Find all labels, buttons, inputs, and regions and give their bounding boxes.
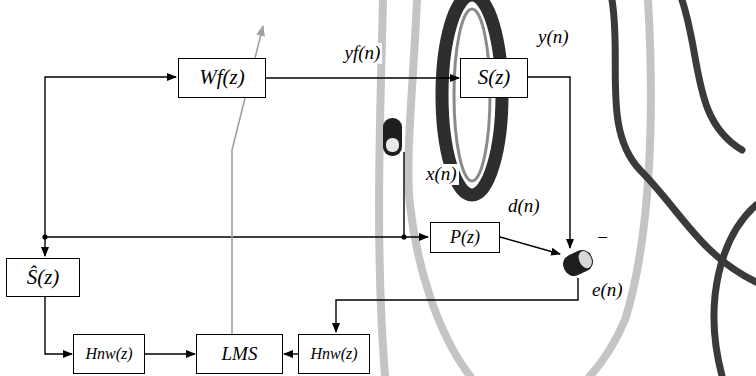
signal-label: y(n) [536, 27, 571, 48]
reference-microphone [383, 118, 402, 156]
reference-microphone [386, 138, 399, 152]
signal-arrow [145, 353, 195, 354]
box-label: S(z) [478, 66, 511, 89]
sign-label: − [594, 228, 611, 249]
box-label: Wf(z) [199, 66, 245, 89]
box-label: Hnw(z) [85, 345, 132, 363]
estimate-box: Ŝ(z) [6, 258, 80, 297]
error-microphone [560, 247, 596, 280]
primary-path-box: P(z) [430, 222, 500, 253]
lms-box: LMS [196, 334, 283, 374]
error-microphone [560, 247, 596, 280]
signal-arrow [284, 353, 298, 354]
box-label: LMS [222, 344, 258, 365]
weighting-box: Hnw(z) [73, 334, 145, 374]
signal-arrow [45, 297, 72, 354]
wires [336, 278, 578, 332]
signal-label: x(n) [424, 164, 459, 185]
head-outline [379, 0, 651, 376]
ear-contour [612, 0, 756, 282]
adaptation-line [232, 98, 245, 334]
signal-label: yf(n) [343, 43, 383, 64]
junction-dot [42, 234, 47, 239]
ear-contour [682, 0, 742, 150]
wires [45, 77, 578, 332]
box-label: Hnw(z) [310, 345, 357, 363]
signal-arrow [266, 77, 459, 78]
junction-dot [42, 234, 406, 239]
filter-box: Wf(z) [178, 58, 266, 98]
secondary-path-box: S(z) [460, 58, 528, 98]
head-outline [590, 0, 651, 376]
ear-contour [714, 205, 756, 376]
adaptation-arrow [255, 26, 263, 58]
ear-contour [612, 0, 756, 376]
signal-label: d(n) [506, 196, 542, 217]
adaptation-arrow [255, 26, 263, 58]
wires [403, 152, 404, 237]
junction-dot [401, 234, 406, 239]
error-microphone [576, 249, 594, 270]
weighting-box: Hnw(z) [298, 334, 370, 374]
reference-microphone [383, 118, 402, 156]
wires [44, 237, 45, 256]
box-label: Ŝ(z) [27, 266, 60, 289]
wires [528, 77, 570, 248]
wires [45, 77, 176, 237]
wires [500, 237, 560, 254]
box-label: P(z) [450, 228, 480, 248]
wires [45, 236, 428, 237]
signal-label: e(n) [590, 280, 625, 301]
